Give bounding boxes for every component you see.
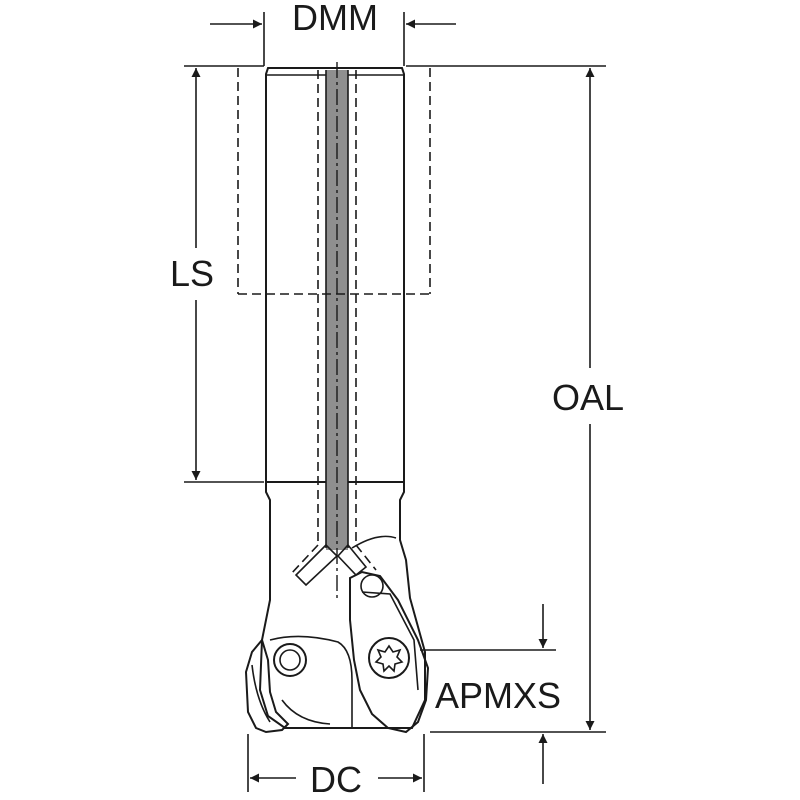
dmm-dimension: DMM — [210, 0, 456, 66]
ls-dimension: LS — [170, 65, 264, 483]
apmxs-dimension: APMXS — [420, 604, 561, 784]
right-insert — [349, 570, 430, 734]
hidden-shank-outline — [237, 68, 431, 295]
coolant-channel — [289, 62, 377, 600]
dc-dimension: DC — [247, 734, 425, 800]
dc-label: DC — [310, 759, 362, 800]
dmm-label: DMM — [292, 0, 378, 38]
torx-screw-icon — [368, 637, 410, 679]
left-screw — [273, 643, 307, 677]
apmxs-label: APMXS — [435, 675, 561, 716]
oal-label: OAL — [552, 377, 624, 418]
oal-dimension: OAL — [406, 65, 624, 733]
left-insert — [244, 637, 290, 734]
ls-label: LS — [170, 253, 214, 294]
